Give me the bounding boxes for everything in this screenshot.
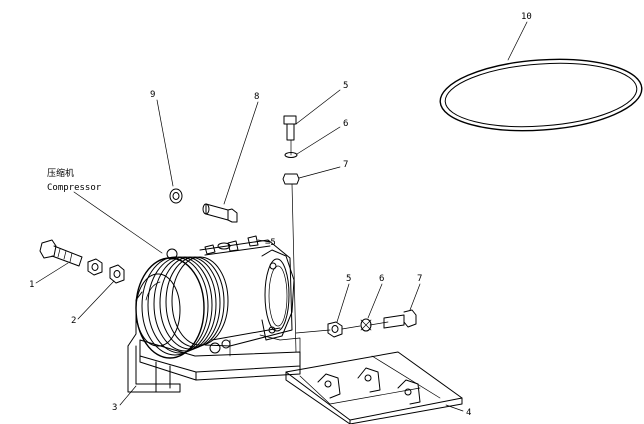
leader-line-3 [119,385,137,406]
callout-4: 4 [466,408,471,418]
callout-9: 9 [150,90,155,100]
leader-line-9 [156,99,174,187]
part-8-sleeve [202,203,238,223]
compressor-label-chinese: 压缩机 [47,167,74,179]
part-9-washer [169,188,183,204]
callout-5-upper: 5 [343,81,348,91]
part-5-lower-nut [327,321,343,338]
callout-3: 3 [112,403,117,413]
leader-line-5-lower [336,283,350,323]
part-compressor: =5 [135,235,295,359]
callout-6-lower: 6 [379,274,384,284]
part-7-lower-bolt [383,309,417,329]
centerline-vertical [291,183,297,353]
leader-line-6-lower [367,283,383,319]
callout-7-lower: 7 [417,274,422,284]
part-4-base-bracket [285,351,463,424]
leader-line-7-lower [409,283,421,311]
leader-line-1 [35,262,69,284]
callout-5-lower: 5 [346,274,351,284]
svg-text:=5: =5 [265,238,276,248]
leader-line-4 [445,404,464,412]
callout-6-upper: 6 [343,119,348,129]
centerline-horizontal [295,329,331,334]
leader-line-10 [507,21,528,61]
callout-7-upper: 7 [343,160,348,170]
part-1-bolt [39,239,83,267]
part-10-belt [439,58,643,132]
callout-1: 1 [29,280,34,290]
part-5-upper-bolt [283,115,297,141]
part-6-lower-washer [360,318,372,332]
leader-line-6-upper [296,126,341,155]
part-2-nut-washer [87,258,125,284]
callout-8: 8 [254,92,259,102]
leader-line-compressor [73,191,163,254]
callout-10: 10 [521,12,532,22]
leader-line-7-upper [298,166,341,179]
part-7-upper-nut [282,173,300,185]
leader-line-8 [223,101,259,205]
callout-2: 2 [71,316,76,326]
leader-line-2 [77,280,115,320]
leader-line-5-upper [295,89,341,125]
compressor-label-english: Compressor [47,183,102,193]
